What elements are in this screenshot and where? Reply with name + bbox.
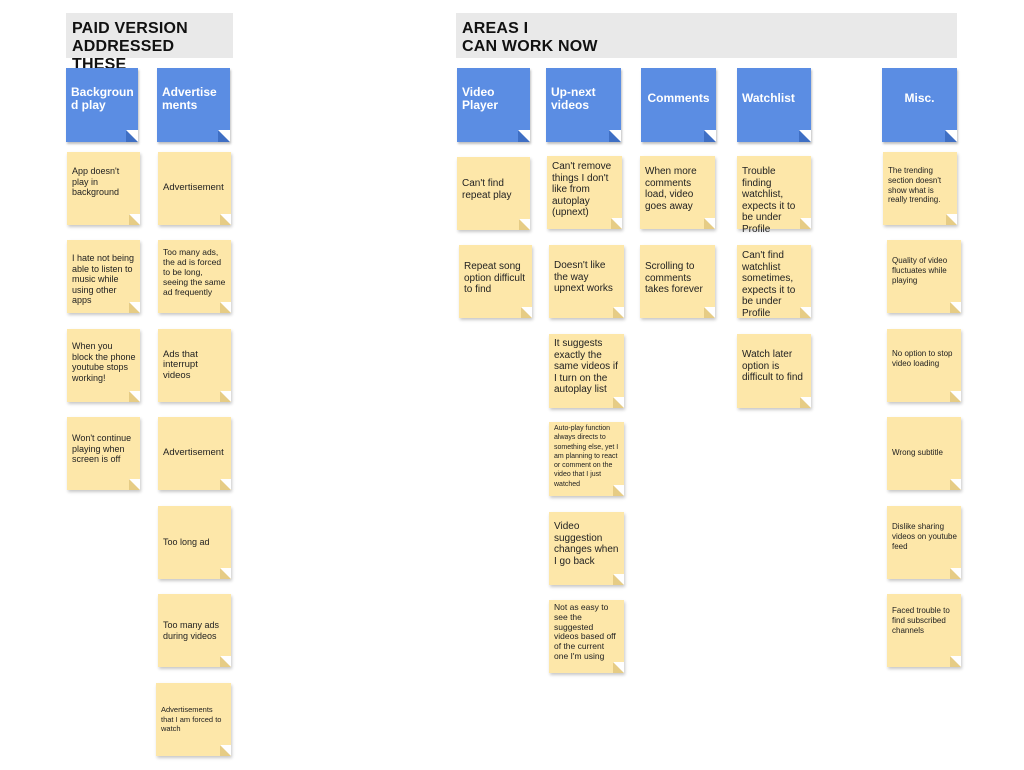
note-watchlist-3: Watch later option is difficult to find [737,334,811,408]
category-upnext-videos: Up-next videos [546,68,621,142]
note-background-play-3: When you block the phone youtube stops w… [67,329,140,402]
note-ads-1: Advertisement [158,152,231,225]
category-video-player: Video Player [457,68,530,142]
note-ads-4: Advertisement [158,417,231,490]
note-misc-6: Faced trouble to find subscribed channel… [887,594,961,667]
note-watchlist-2: Can't find watchlist sometimes, expects … [737,245,811,319]
areas-to-work-header: AREAS I CAN WORK NOW [456,13,957,58]
note-upnext-4: Auto-play function always directs to som… [549,422,624,496]
note-ads-5: Too long ad [158,506,231,579]
note-misc-2: Quality of video fluctuates while playin… [887,240,961,313]
note-background-play-1: App doesn't play in background [67,152,140,225]
category-watchlist: Watchlist [737,68,811,142]
note-misc-4: Wrong subtitle [887,417,961,490]
note-ads-2: Too many ads, the ad is forced to be lon… [158,240,231,313]
note-comments-1: When more comments load, video goes away [640,156,715,229]
note-upnext-2: Doesn't like the way upnext works [549,245,624,318]
category-misc: Misc. [882,68,957,142]
note-background-play-2: I hate not being able to listen to music… [67,240,140,313]
note-upnext-1: Can't remove things I don't like from au… [547,156,622,229]
note-comments-2: Scrolling to comments takes forever [640,245,715,318]
note-misc-3: No option to stop video loading [887,329,961,402]
note-ads-7: Advertisements that I am forced to watch [156,683,231,756]
note-background-play-4: Won't continue playing when screen is of… [67,417,140,490]
note-misc-1: The trending section doesn't show what i… [883,152,957,225]
note-upnext-3: It suggests exactly the same videos if I… [549,334,624,408]
note-ads-6: Too many ads during videos [158,594,231,667]
note-misc-5: Dislike sharing videos on youtube feed [887,506,961,579]
category-background-play: Backgroun d play [66,68,138,142]
note-video-player-2: Repeat song option difficult to find [459,245,532,318]
note-ads-3: Ads that interrupt videos [158,329,231,402]
note-video-player-1: Can't find repeat play [457,157,530,230]
category-comments: Comments [641,68,716,142]
note-upnext-6: Not as easy to see the suggested videos … [549,600,624,673]
note-watchlist-1: Trouble finding watchlist, expects it to… [737,156,811,235]
note-upnext-5: Video suggestion changes when I go back [549,512,624,585]
category-advertisements: Advertise ments [157,68,230,142]
paid-version-header: PAID VERSION ADDRESSED THESE [66,13,233,73]
